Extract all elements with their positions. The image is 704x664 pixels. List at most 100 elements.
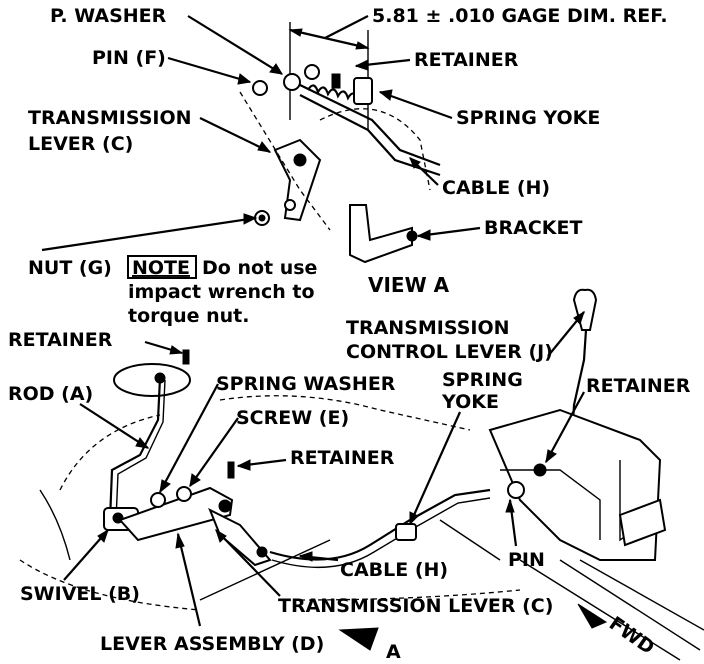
transmission-lever xyxy=(273,138,322,222)
note-box xyxy=(127,255,197,279)
leader-spring-washer xyxy=(159,383,219,493)
label-spring-yoke-mid-line1: SPRING xyxy=(442,369,523,391)
leader-nut-g xyxy=(41,216,257,252)
label-retainer-top: RETAINER xyxy=(414,49,519,71)
shift-pin xyxy=(507,481,525,499)
transmission-lever-hub xyxy=(293,153,307,167)
arrow-pin-bottom xyxy=(505,498,515,513)
bracket xyxy=(349,204,413,264)
label-cable-h-top: CABLE (H) xyxy=(442,177,550,199)
leader-spring-yoke-top xyxy=(379,90,453,120)
leader-p-washer xyxy=(187,15,283,75)
rod-end-boss xyxy=(113,363,191,397)
arrow-bracket xyxy=(416,229,431,241)
leader-retainer-right xyxy=(545,391,585,463)
screw-e xyxy=(176,486,192,502)
shift-control-housing xyxy=(488,408,662,561)
cable-h-bottom-edge xyxy=(271,497,491,568)
p-washer xyxy=(304,64,320,80)
rod-a xyxy=(108,377,162,521)
label-swivel-b: SWIVEL (B) xyxy=(20,583,140,605)
arrow-cable-top xyxy=(409,157,421,169)
label-retainer-right: RETAINER xyxy=(586,375,691,397)
arrow-retainer-left xyxy=(169,345,184,355)
gage-leader xyxy=(324,15,369,39)
gage-dimension-line xyxy=(289,28,369,50)
arrow-control-lever xyxy=(573,310,585,325)
label-note-text-line1: Do not use xyxy=(202,257,317,279)
label-cable-h-bottom: CABLE (H) xyxy=(340,559,448,581)
view-a-assembly xyxy=(41,15,481,264)
arrow-spring-yoke-top xyxy=(378,89,393,101)
leader-screw-e xyxy=(189,417,239,487)
leader-spring-yoke-mid xyxy=(408,411,462,525)
cable-lower xyxy=(299,94,441,177)
pin-f-head xyxy=(252,80,268,96)
leader-trans-lever-top xyxy=(199,117,271,153)
arrow-spring-washer xyxy=(159,479,171,494)
retainer-mid-clip xyxy=(227,461,235,479)
arrow-p-washer xyxy=(269,63,283,75)
tunnel-outline xyxy=(39,489,501,601)
lever-stud xyxy=(284,199,296,211)
view-a-direction-arrow xyxy=(338,627,379,651)
arrow-rod-a xyxy=(135,437,150,449)
label-lever-assembly-d: LEVER ASSEMBLY (D) xyxy=(100,633,324,655)
label-fwd: FWD xyxy=(605,612,658,659)
label-pin-bottom: PIN xyxy=(508,549,545,571)
floor-outline xyxy=(19,395,521,611)
leader-trans-lever-bottom xyxy=(215,529,281,597)
leader-rod-a xyxy=(79,403,149,449)
label-view-a: VIEW A xyxy=(368,273,450,297)
spring-yoke-mid xyxy=(395,523,417,541)
rod-a-edge xyxy=(115,379,166,521)
label-retainer-mid: RETAINER xyxy=(290,447,395,469)
arrow-trans-lever-bottom xyxy=(215,528,227,543)
label-control-lever-line2: CONTROL LEVER (J) xyxy=(346,341,553,363)
label-note-text-line2: impact wrench to xyxy=(128,281,315,303)
label-spring-washer: SPRING WASHER xyxy=(216,373,396,395)
gage-arrowhead-left xyxy=(288,28,303,37)
arrow-swivel-b xyxy=(97,528,109,543)
arrow-cable-bottom xyxy=(298,551,313,562)
arrow-trans-lever-top xyxy=(257,141,272,153)
bracket-bolt xyxy=(406,230,418,242)
spring-yoke xyxy=(353,77,373,105)
fwd-arrow xyxy=(577,603,608,629)
label-bracket: BRACKET xyxy=(484,217,582,239)
shift-knob xyxy=(572,288,598,331)
label-note-tag: NOTE xyxy=(132,257,190,279)
label-transmission-lever-c-top-line2: LEVER (C) xyxy=(28,133,133,155)
label-control-lever-line1: TRANSMISSION xyxy=(346,317,510,339)
retainer-clip xyxy=(331,73,341,89)
label-rod-a: ROD (A) xyxy=(8,383,93,405)
arrow-retainer-top xyxy=(354,59,369,71)
retainer-right-clip xyxy=(533,463,547,477)
arrow-pin-f xyxy=(237,73,252,85)
arrow-nut-g xyxy=(243,213,258,225)
pin-f xyxy=(283,73,301,91)
cable-h-bottom xyxy=(269,488,491,561)
retainer-left-clip xyxy=(182,349,190,365)
arrow-retainer-right xyxy=(545,449,557,464)
arrow-spring-yoke-mid xyxy=(409,511,419,526)
gage-arrowhead-right xyxy=(355,41,370,50)
leader-pin-f xyxy=(167,56,251,84)
label-spring-yoke-mid-line2: YOKE xyxy=(441,391,499,413)
case-outline xyxy=(239,91,431,231)
label-gage-dim: 5.81 ± .010 GAGE DIM. REF. xyxy=(372,5,668,27)
arrow-retainer-mid xyxy=(236,459,251,471)
label-note-text-line3: torque nut. xyxy=(128,305,250,327)
label-spring-yoke-top: SPRING YOKE xyxy=(456,107,600,129)
cable-upper xyxy=(299,84,441,167)
label-screw-e: SCREW (E) xyxy=(236,407,349,429)
label-p-washer: P. WASHER xyxy=(50,5,167,27)
main-assembly xyxy=(19,288,704,661)
spring-washer xyxy=(150,492,166,508)
floor-rail xyxy=(519,559,704,661)
label-transmission-lever-c-top-line1: TRANSMISSION xyxy=(28,107,192,129)
label-retainer-left: RETAINER xyxy=(8,329,113,351)
label-pin-f: PIN (F) xyxy=(92,47,166,69)
transmission-lever-bottom-stud xyxy=(256,546,268,558)
